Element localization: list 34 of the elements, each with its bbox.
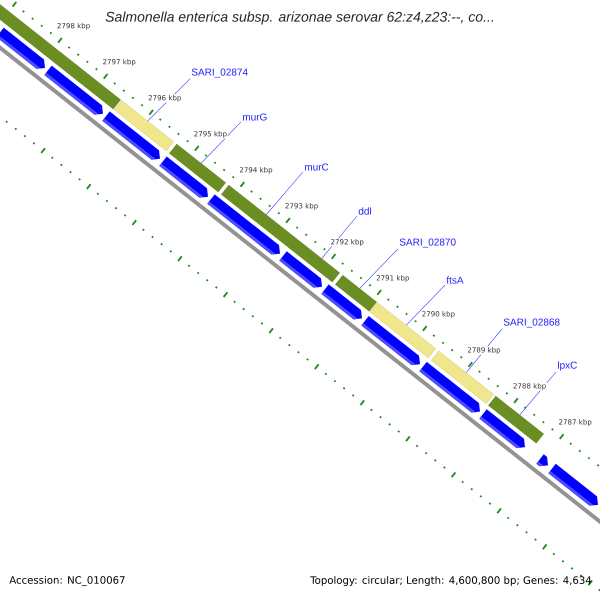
gene-block: [159, 156, 208, 198]
gene-block: [207, 194, 280, 255]
gene-block: [321, 284, 362, 320]
footer-text: Topology: circular; Length: 4,600,800 bp; Genes: 4,634: [310, 576, 592, 586]
gene-label: SARI_02874: [192, 68, 248, 78]
leader-line: [266, 172, 304, 215]
leader-line: [406, 284, 446, 326]
gene-label: SARI_02870: [400, 238, 456, 248]
gene-block: [536, 454, 548, 466]
gene-label: SARI_02868: [504, 318, 560, 328]
title: Salmonella enterica subsp. arizonae serovar 62:z4,z23:--, co...: [106, 11, 494, 25]
gene-bar: [221, 184, 304, 254]
gene-bar: [114, 100, 174, 152]
gene-block: [419, 362, 480, 413]
gene-bar: [169, 144, 226, 192]
footer-text: Accession: NC_010067: [9, 576, 125, 586]
gene-block: [102, 111, 160, 160]
gene-label: ftsA: [446, 276, 464, 284]
gene-bar: [488, 396, 544, 444]
gene-bar: [53, 52, 121, 110]
gene-block: [44, 66, 103, 115]
gene-block: [548, 464, 598, 506]
gene-label: ddl: [358, 207, 371, 215]
gene-bar: [296, 244, 340, 282]
gene-block: [361, 316, 420, 366]
gene-bar: [335, 274, 377, 312]
leader-line: [201, 122, 242, 164]
gene-label: murC: [305, 163, 328, 171]
gene-block: [0, 28, 45, 69]
gene-label: lpxC: [558, 361, 577, 371]
gene-block: [479, 409, 525, 448]
gene-block: [279, 251, 322, 288]
leader-line: [360, 248, 398, 289]
gene-label: murG: [243, 113, 267, 121]
